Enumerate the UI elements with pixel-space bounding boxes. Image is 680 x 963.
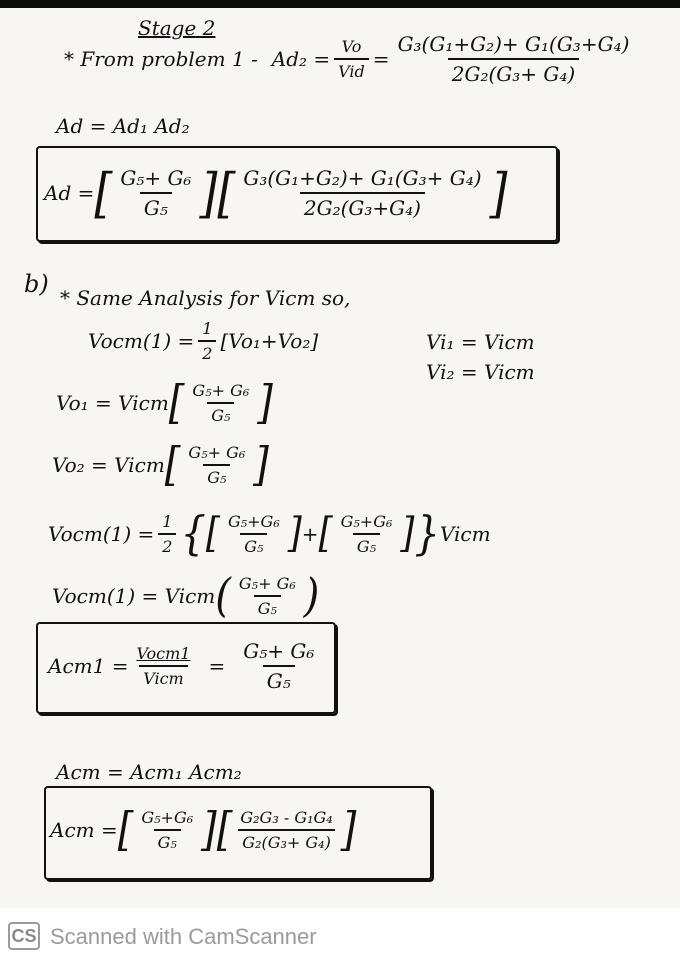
vocm-sum-equation: Vocm(1) = 1 2 { [ G₅+G₆ G₅ ] + [ G₅+G₆ G…	[48, 507, 491, 561]
camscanner-footer: CS Scanned with CamScanner	[0, 908, 680, 963]
ad-factor-2: G₃(G₁+G₂)+ G₁(G₃+ G₄) 2G₂(G₃+G₄)	[239, 166, 485, 220]
ad-factor-1: G₅+ G₆ G₅	[116, 166, 195, 220]
ad2-lhs: Ad₂ =	[271, 47, 331, 71]
sum-t1-num: G₅+G₆	[227, 512, 280, 531]
camscanner-logo: CS	[8, 922, 40, 950]
ad-result-box	[36, 146, 558, 242]
vocm-sum-lhs: Vocm(1) =	[48, 522, 155, 546]
ad2-expression: G₃(G₁+G₂)+ G₁(G₃+G₄) 2G₂(G₃+ G₄)	[394, 32, 634, 86]
vocm-res-num: G₅+ G₆	[238, 574, 296, 593]
vocm-def-rhs: [Vo₁+Vo₂]	[220, 329, 319, 353]
from-problem-text: * From problem 1 -	[64, 47, 258, 71]
ad2-expr-num: G₃(G₁+G₂)+ G₁(G₃+G₄)	[397, 32, 630, 56]
vocm-result-equation: Vocm(1) = Vicm ( G₅+ G₆ G₅ )	[52, 569, 320, 623]
ad-product: Ad = Ad₁ Ad₂	[56, 114, 190, 138]
handwritten-page: Stage 2 * From problem 1 - Ad₂ = Vo Vid …	[0, 8, 680, 908]
ad-f2-den: 2G₂(G₃+G₄)	[299, 192, 425, 220]
ad2-expr-den: 2G₂(G₃+ G₄)	[447, 58, 580, 86]
acm1-equation: Acm1 = Vocm1 Vicm = G₅+ G₆ G₅	[48, 628, 322, 704]
ad-f1-num: G₅+ G₆	[120, 166, 192, 190]
stage-title: Stage 2	[138, 16, 216, 40]
acm-f2-den: G₂(G₃+ G₄)	[238, 829, 335, 852]
half-den: 2	[198, 340, 217, 363]
ad2-ratio: Vo Vid	[334, 37, 369, 81]
vocm-sum-half: 1 2	[158, 512, 177, 556]
part-b-intro: * Same Analysis for Vicm so,	[60, 286, 351, 310]
sum-t2-num: G₅+G₆	[340, 512, 393, 531]
vo1-lhs: Vo₁ = Vicm	[56, 391, 169, 415]
acm1-res-den: G₅	[262, 665, 295, 693]
ad-lhs: Ad =	[44, 181, 95, 205]
acm1-ratio: Vocm1 Vicm	[132, 644, 194, 688]
acm1-result: G₅+ G₆ G₅	[239, 639, 318, 693]
vo2-equation: Vo₂ = Vicm [ G₅+ G₆ G₅ ]	[52, 438, 269, 492]
scan-top-edge	[0, 0, 680, 8]
acm1-result-box	[36, 622, 336, 714]
ad2-equation: * From problem 1 - Ad₂ = Vo Vid = G₃(G₁+…	[64, 32, 637, 86]
acm-f2-num: G₂G₃ - G₁G₄	[240, 808, 333, 827]
vo2-fraction: G₅+ G₆ G₅	[184, 443, 249, 487]
vocm-res-lhs: Vocm(1) = Vicm	[52, 584, 216, 608]
ad2-ratio-den: Vid	[334, 58, 369, 81]
vi1-equals-vicm: Vi₁ = Vicm	[426, 330, 535, 354]
sum-t2-den: G₅	[352, 533, 381, 556]
camscanner-watermark-text: Scanned with CamScanner	[50, 924, 317, 949]
vo1-num: G₅+ G₆	[192, 381, 250, 400]
vocm-sum-tail: Vicm	[439, 522, 491, 546]
ad-f2-num: G₃(G₁+G₂)+ G₁(G₃+ G₄)	[243, 166, 482, 190]
acm1-res-num: G₅+ G₆	[243, 639, 315, 663]
sum-t1-den: G₅	[240, 533, 268, 556]
vocm-def-lhs: Vocm(1) =	[88, 329, 195, 353]
ad-result-equation: Ad = [ G₅+ G₆ G₅ ][ G₃(G₁+G₂)+ G₁(G₃+ G₄…	[44, 161, 508, 225]
vo1-equation: Vo₁ = Vicm [ G₅+ G₆ G₅ ]	[56, 376, 273, 430]
acm-result-box	[44, 786, 432, 880]
vocm-definition: Vocm(1) = 1 2 [Vo₁+Vo₂]	[88, 316, 318, 366]
vo2-lhs: Vo₂ = Vicm	[52, 453, 165, 477]
vocm-res-den: G₅	[253, 595, 281, 618]
acm-lhs: Acm =	[50, 818, 118, 842]
half-num: 1	[202, 319, 213, 338]
acm-factor-1: G₅+G₆ G₅	[137, 808, 197, 852]
ad2-ratio-num: Vo	[341, 37, 362, 56]
acm1-equals: =	[208, 654, 226, 678]
acm-equation: Acm = [ G₅+G₆ G₅ ][ G₂G₃ - G₁G₄ G₂(G₃+ G…	[50, 803, 357, 857]
sum-half-num: 1	[162, 512, 173, 531]
sum-half-den: 2	[158, 533, 177, 556]
vocm-sum-term-2: G₅+G₆ G₅	[337, 512, 397, 556]
acm1-ratio-num: Vocm1	[136, 644, 191, 663]
vo1-den: G₅	[207, 402, 235, 425]
vo2-den: G₅	[203, 464, 231, 487]
acm1-ratio-den: Vicm	[139, 665, 188, 688]
vocm-sum-term-1: G₅+G₆ G₅	[224, 512, 284, 556]
half-fraction: 1 2	[198, 319, 217, 363]
acm-f1-den: G₅	[153, 829, 181, 852]
vo1-fraction: G₅+ G₆ G₅	[188, 381, 253, 425]
acm-f1-num: G₅+G₆	[141, 808, 194, 827]
part-b-label: b)	[24, 270, 49, 298]
vi2-equals-vicm: Vi₂ = Vicm	[426, 360, 535, 384]
vo2-num: G₅+ G₆	[188, 443, 246, 462]
vocm-res-fraction: G₅+ G₆ G₅	[235, 574, 300, 618]
acm1-lhs: Acm1 =	[48, 654, 129, 678]
ad-f1-den: G₅	[139, 192, 172, 220]
acm-factor-2: G₂G₃ - G₁G₄ G₂(G₃+ G₄)	[236, 808, 336, 852]
acm-product: Acm = Acm₁ Acm₂	[56, 760, 242, 784]
